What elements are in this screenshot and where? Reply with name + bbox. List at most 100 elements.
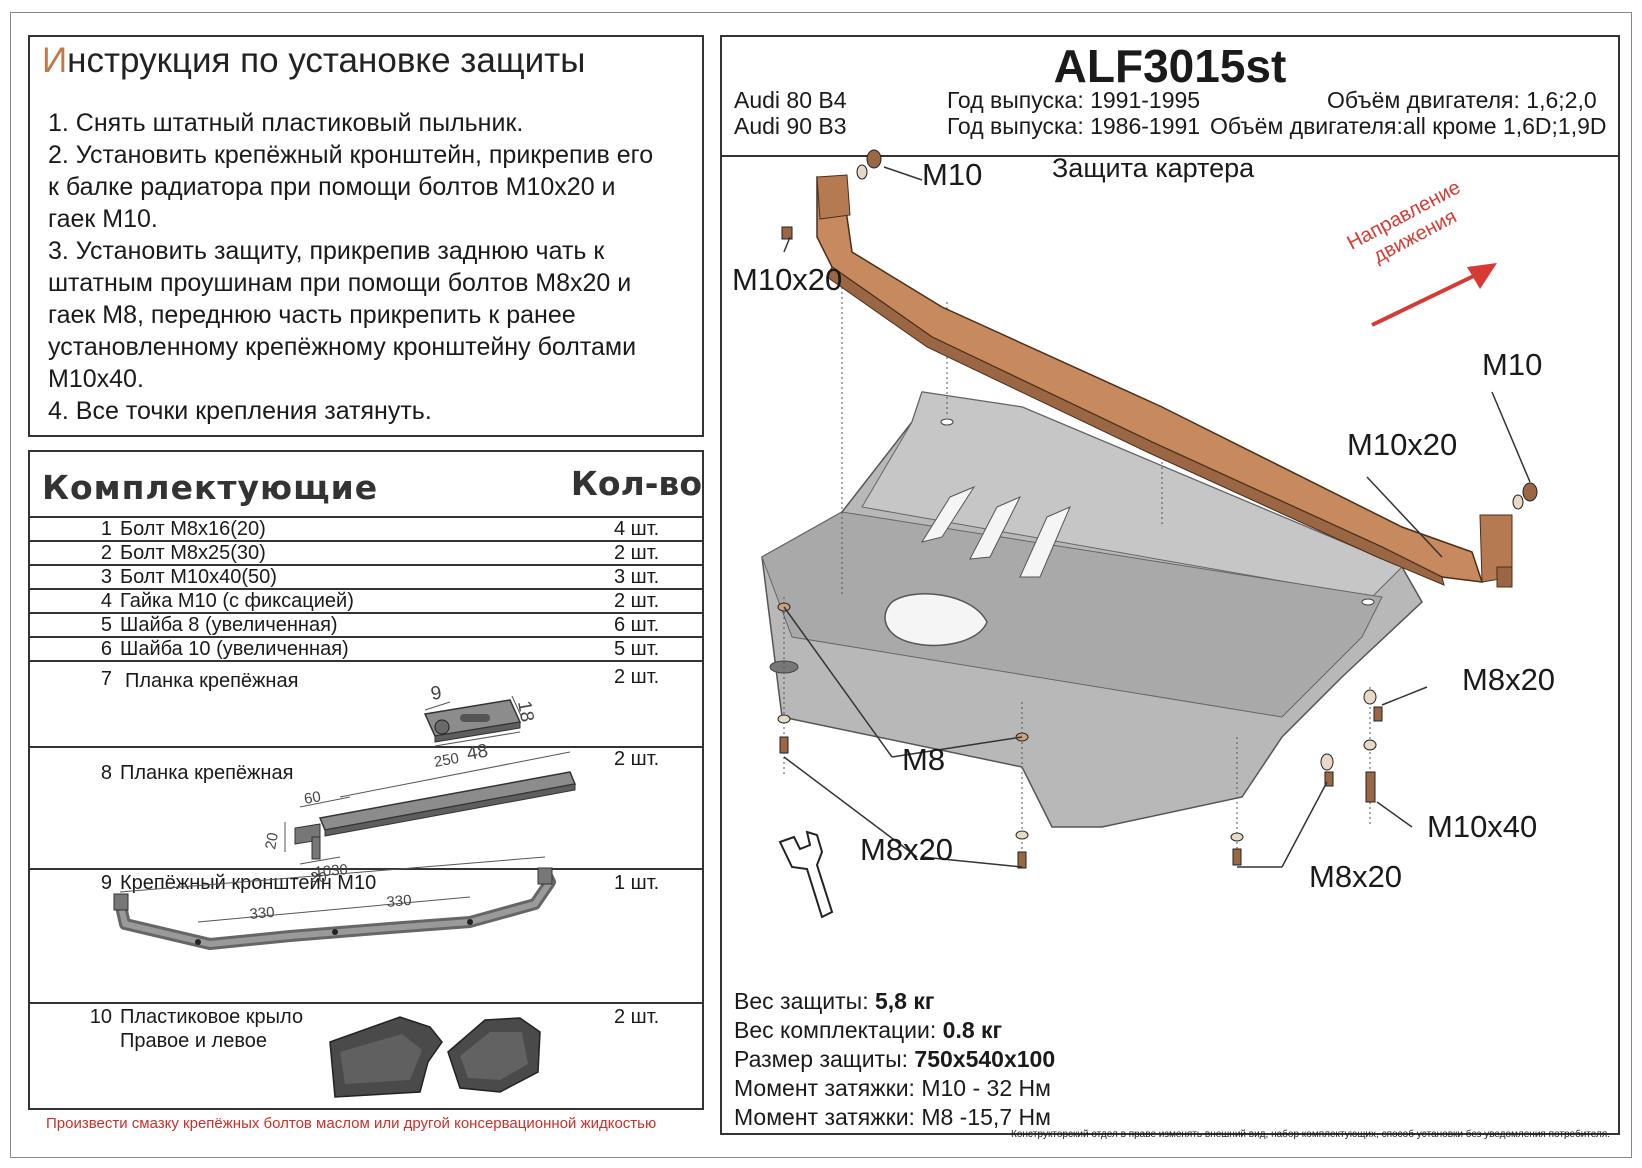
dim-label: 250	[433, 750, 461, 771]
part-qty: 2 шт.	[614, 590, 660, 612]
part-name: Болт М8х16(20)	[120, 518, 266, 540]
part-num: 4	[100, 590, 112, 612]
part-name: Крепёжный кронштейн М10	[120, 872, 377, 894]
dim-label: 20	[310, 869, 327, 886]
prop-label: Момент затяжки:	[734, 1104, 922, 1130]
wrench-icon	[778, 830, 834, 919]
label-m10x40: M10x40	[1427, 809, 1538, 844]
part-row: 1 Болт М8х16(20) 4 шт.	[30, 516, 702, 540]
label-m10x20: M10x20	[1347, 427, 1458, 462]
part-num: 9	[100, 872, 112, 894]
instruction-line: 2. Установить крепёжный кронштейн, прикр…	[48, 141, 654, 169]
part-row: 10 Пластиковое крыло Правое и левое 2 шт…	[30, 1002, 702, 1108]
parts-header: Комплектующие	[42, 468, 379, 507]
model-name: Audi 90 B3	[734, 113, 847, 139]
title-text: нструкция по установке защиты	[67, 41, 586, 80]
part-qty: 2 шт.	[614, 542, 660, 564]
label-m10: M10	[922, 157, 983, 192]
part-name: Планка крепёжная	[125, 670, 299, 692]
part-name: Гайка М10 (с фиксацией)	[120, 590, 354, 612]
part-num: 6	[100, 638, 112, 660]
prop-value: 5,8 кг	[874, 988, 935, 1014]
label-m8x20: M8x20	[1462, 662, 1556, 697]
plate-long-drawing: 250 60 20 20	[262, 750, 577, 886]
instructions-panel: Инструкция по установке защиты 1. Снять …	[28, 35, 704, 437]
instruction-line: к балке радиатора при помощи болтов М10х…	[48, 173, 616, 201]
product-code: ALF3015st	[1053, 40, 1287, 92]
part-qty: 4 шт.	[614, 518, 660, 540]
part-name: Пластиковое крыло	[120, 1006, 304, 1028]
instruction-line: установленному крепёжному кронштейну бол…	[48, 333, 637, 361]
part-num: 8	[100, 762, 112, 784]
part-row: 9 Крепёжный кронштейн М10 1 шт.	[30, 868, 702, 1002]
dim-label: 1030	[314, 861, 349, 881]
part-row: 8 Планка крепёжная 2 шт.	[30, 746, 702, 868]
dim-label: 20	[262, 831, 282, 850]
instruction-line: 4. Все точки крепления затянуть.	[48, 397, 432, 425]
dim-label: 330	[386, 892, 412, 911]
part-row: 4 Гайка М10 (с фиксацией) 2 шт.	[30, 588, 702, 612]
part-row: 2 Болт М8х25(30) 2 шт.	[30, 540, 702, 564]
product-properties: Вес защиты: 5,8 кг Вес комплектации: 0.8…	[734, 987, 1055, 1132]
prop-label: Вес комплектации:	[734, 1017, 943, 1043]
part-qty: 1 шт.	[614, 872, 660, 894]
model-year: Год выпуска: 1986-1991	[947, 113, 1201, 139]
model-name: Audi 80 B4	[734, 87, 847, 113]
part-qty: 6 шт.	[614, 614, 660, 636]
prop-weight: Вес защиты: 5,8 кг	[734, 987, 1055, 1016]
engine-volume: Объём двигателя: 1,6;2,0	[1327, 87, 1597, 113]
part-name: Шайба 10 (увеличенная)	[120, 638, 349, 660]
prop-label: Вес защиты:	[734, 988, 875, 1014]
prop-value: M8 -15,7 Нм	[921, 1104, 1051, 1130]
prop-size: Размер защиты: 750x540x100	[734, 1045, 1055, 1074]
label-m8: M8	[902, 742, 946, 777]
prop-torque-m10: Момент затяжки: M10 - 32 Нм	[734, 1074, 1055, 1103]
part-qty: 3 шт.	[614, 566, 660, 588]
prop-value: 0.8 кг	[942, 1017, 1003, 1043]
part-row: 6 Шайба 10 (увеличенная) 5 шт.	[30, 636, 702, 660]
skid-plate	[761, 391, 1423, 828]
leader-lines	[783, 166, 1531, 868]
label-m8x20: M8x20	[1309, 859, 1403, 894]
dim-label: 48	[465, 741, 489, 765]
dim-label: 330	[249, 904, 275, 923]
bracket-drawing: 1030 330 330	[113, 856, 556, 950]
instruction-line: 3. Установить защиту, прикрепив заднюю ч…	[48, 237, 605, 265]
prop-value: 750x540x100	[914, 1046, 1056, 1072]
assembly-drawing	[761, 149, 1538, 919]
direction-arrow	[1371, 263, 1497, 327]
dim-label: 9	[429, 682, 443, 705]
disclaimer: Конструкторский отдел в праве изменять в…	[1011, 1129, 1610, 1140]
part-num: 2	[100, 542, 112, 564]
instructions-title: Инструкция по установке защиты	[42, 41, 585, 81]
part-qty: 5 шт.	[614, 638, 660, 660]
part-name-2: Правое и левое	[120, 1030, 267, 1052]
label-m10: M10	[1482, 347, 1543, 382]
parts-drawings: 9 18 48 250 60 20 20	[113, 682, 577, 1098]
dim-label: 18	[513, 699, 537, 723]
mounting-bracket	[816, 174, 1513, 588]
prop-label: Размер защиты:	[734, 1046, 915, 1072]
part-row: 7 Планка крепёжная 2 шт.	[30, 660, 702, 746]
instruction-line: гаек М8, переднюю часть прикрепить к ран…	[48, 301, 576, 329]
instruction-line: гаек М10.	[48, 205, 158, 233]
label-m8x20: M8x20	[860, 832, 954, 867]
part-row: 3 Болт М10х40(50) 3 шт.	[30, 564, 702, 588]
assembly-panel: ALF3015st Audi 80 B4 Год выпуска: 1991-1…	[720, 35, 1620, 1140]
label-m10x20: M10x20	[732, 262, 843, 297]
plastic-wings-drawing	[329, 1016, 541, 1098]
prop-label: Момент затяжки:	[734, 1075, 922, 1101]
part-num: 1	[100, 518, 112, 540]
prop-value: M10 - 32 Нм	[921, 1075, 1051, 1101]
lubrication-note: Произвести смазку крепёжных болтов масло…	[46, 1115, 657, 1132]
part-num: 3	[100, 566, 112, 588]
part-qty: 2 шт.	[614, 748, 660, 770]
prop-torque-m8: Момент затяжки: M8 -15,7 Нм	[734, 1103, 1055, 1132]
title-initial: И	[42, 41, 68, 80]
part-num: 7	[100, 668, 112, 690]
part-qty: 2 шт.	[614, 1006, 660, 1028]
fasteners	[777, 149, 1538, 869]
header-divider	[722, 155, 1618, 157]
part-qty: 2 шт.	[614, 666, 660, 688]
model-year: Год выпуска: 1991-1995	[947, 87, 1201, 113]
